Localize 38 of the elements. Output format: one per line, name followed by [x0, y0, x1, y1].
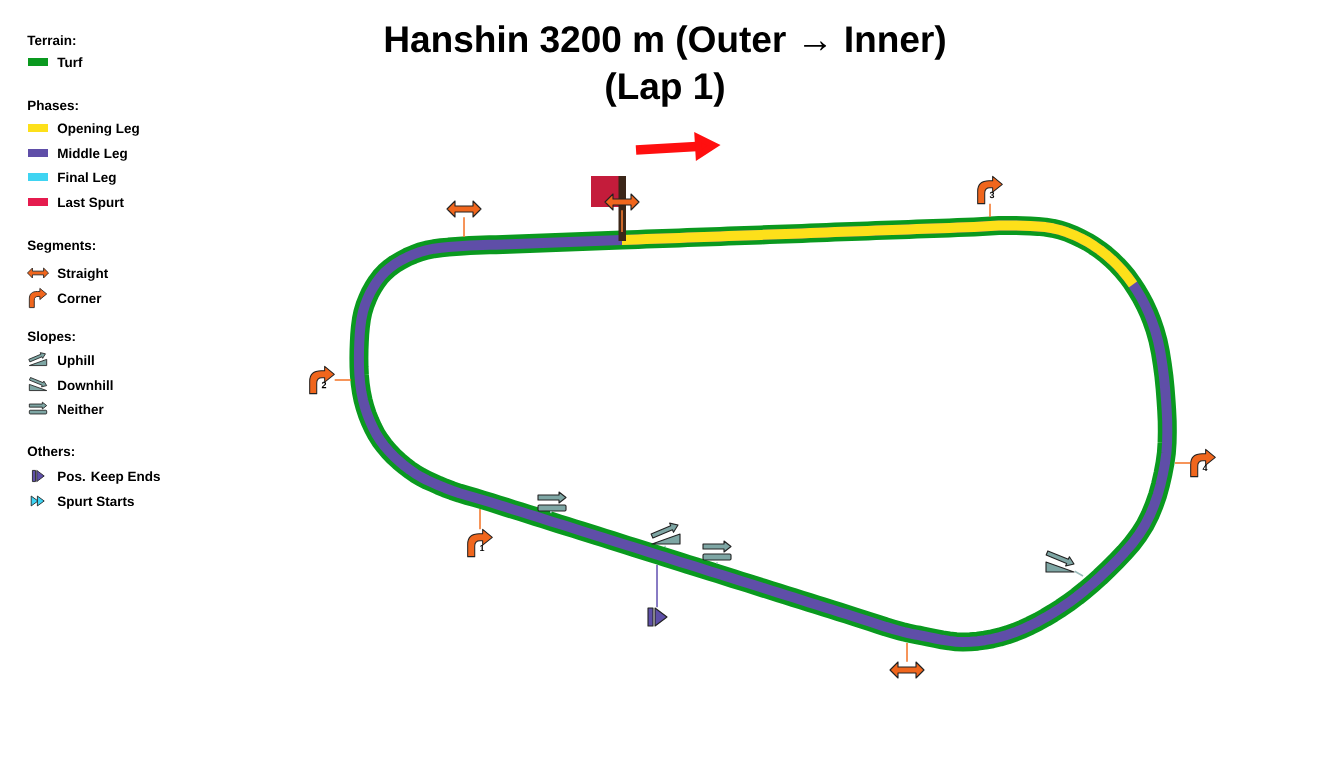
legend-text: Middle Leg [58, 148, 127, 161]
legend-text: Corner [57, 293, 102, 304]
double-arrow-icon [604, 193, 640, 211]
marker-line [906, 642, 908, 663]
double-arrow-icon [446, 200, 482, 218]
marker-line [333, 379, 352, 381]
legend-text: Spurt Starts [57, 496, 134, 509]
legend-text: Downhill [58, 380, 113, 391]
marker-line [479, 508, 481, 531]
legend-heading: Segments: [27, 240, 95, 253]
marker-line [656, 564, 658, 609]
legend-text: Last Spurt [58, 197, 124, 210]
marker-line [621, 209, 623, 233]
legend-heading: Phases: [28, 100, 78, 111]
marker-line [549, 510, 552, 514]
marker-line [989, 202, 991, 218]
downhill-ramp-icon [1045, 550, 1075, 573]
uphill-ramp-icon [650, 522, 681, 545]
double-arrow-icon [889, 661, 925, 679]
legend-text: Pos. Keep Ends [58, 471, 160, 484]
marker-line [664, 544, 666, 548]
legend-text: Turf [57, 57, 83, 68]
marker-line [1073, 570, 1084, 577]
legend-heading: Terrain: [27, 35, 76, 46]
legend-heading: Others: [27, 446, 74, 457]
bar-triangle-icon [647, 607, 668, 627]
legend-text: Final Leg [58, 172, 116, 185]
legend-text: Opening Leg [57, 123, 139, 136]
marker-line [463, 216, 465, 238]
legend-heading: Slopes: [27, 331, 75, 344]
legend-text: Neither [58, 404, 104, 415]
arrow-bar-icon [537, 491, 567, 512]
title: Hanshin 3200 m (Outer → Inner) (Lap 1) [385, 25, 945, 107]
arrow-bar-icon [702, 540, 732, 561]
marker-line [716, 561, 718, 565]
legend-text: Straight [57, 268, 109, 281]
marker-line [1174, 462, 1192, 464]
legend-text: Uphill [58, 355, 94, 368]
